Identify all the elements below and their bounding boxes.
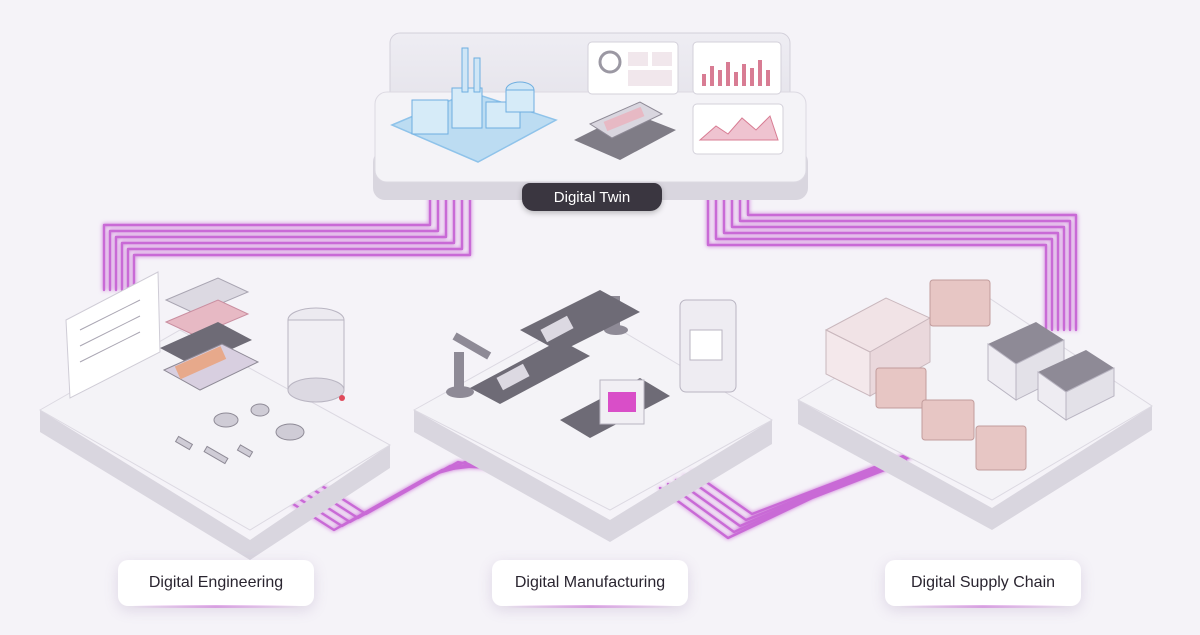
digital-twin-label: Digital Twin: [522, 183, 662, 211]
manufacturing-platform[interactable]: [412, 290, 774, 542]
battery-pack-icon: [574, 101, 676, 160]
manufacturing-platform-side: [414, 410, 772, 542]
factory-icon: [390, 47, 558, 163]
battery-pack-icon: [160, 277, 260, 391]
connector-hub-supply-chain: [706, 193, 1078, 332]
dashboard-icon: [587, 41, 784, 155]
label-digital-engineering[interactable]: Digital Engineering: [118, 560, 314, 608]
machine-cabinet-icon: [599, 299, 737, 425]
label-digital-supply-chain[interactable]: Digital Supply Chain: [885, 560, 1081, 608]
engineering-platform-side: [40, 410, 390, 560]
warehouse-icon: [987, 322, 1115, 421]
engineering-platform[interactable]: [38, 271, 392, 560]
label-digital-manufacturing[interactable]: Digital Manufacturing: [492, 560, 688, 608]
digital-twin-hub[interactable]: [373, 32, 808, 200]
machined-parts-icon: [174, 403, 305, 465]
pallet-boxes-icon: [875, 279, 1027, 471]
supply-chain-platform-side: [798, 400, 1152, 530]
mixing-vessel-icon: [287, 307, 345, 403]
connector-hub-engineering: [102, 193, 472, 292]
supply-chain-platform[interactable]: [796, 279, 1153, 530]
